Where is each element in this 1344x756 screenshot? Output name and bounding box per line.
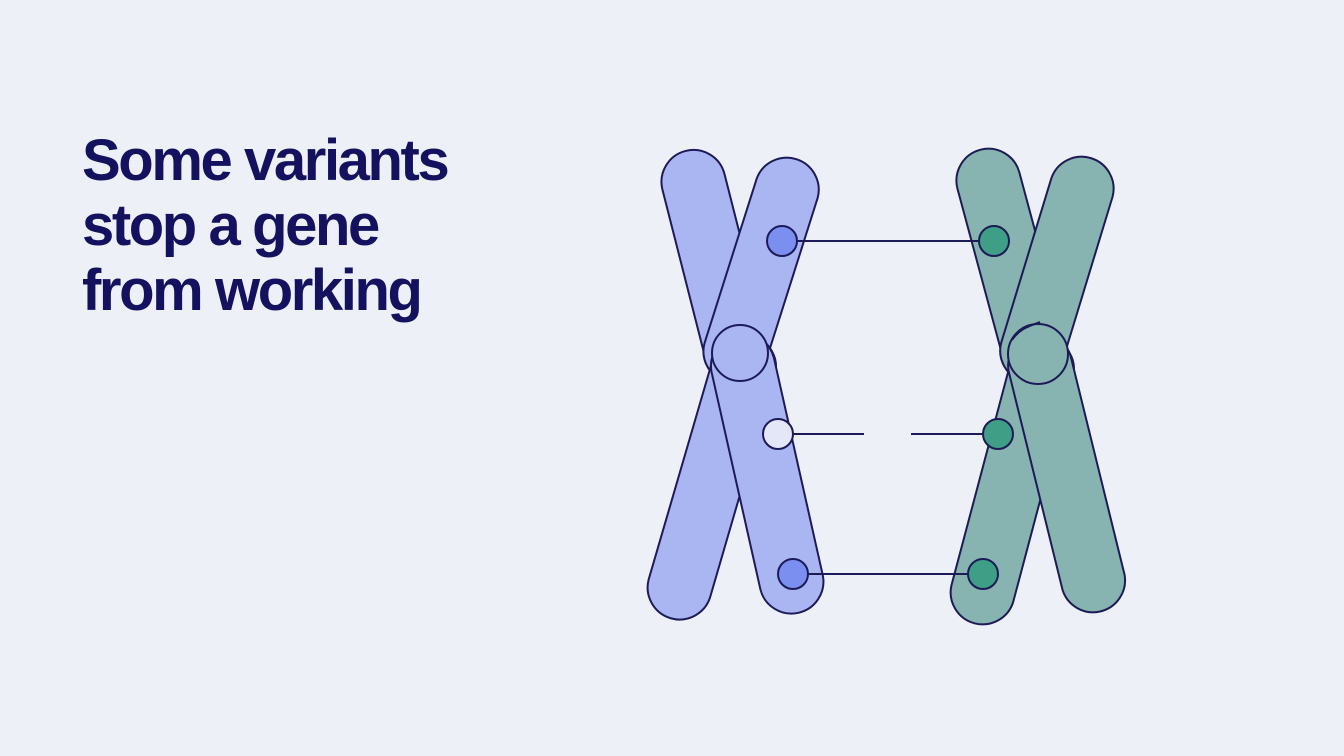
- right-centromere: [1007, 323, 1069, 385]
- gene-links: [793, 240, 983, 575]
- right-gene-top: [978, 225, 1010, 257]
- right-gene-middle: [982, 418, 1014, 450]
- headline: Some variants stop a gene from working: [82, 128, 552, 323]
- left-gene-top: [766, 225, 798, 257]
- headline-line-3: from working: [82, 258, 423, 323]
- left-chromosome: [646, 148, 825, 621]
- headline-line-2: stop a gene: [82, 193, 380, 258]
- right-gene-bottom: [967, 558, 999, 590]
- right-chromosome: [949, 147, 1127, 626]
- left-gene-middle-variant: [762, 418, 794, 450]
- gene-markers: [762, 225, 1014, 590]
- right-centromere-crease: [1011, 321, 1041, 341]
- left-centromere: [711, 324, 769, 382]
- headline-line-1: Some variants: [82, 128, 450, 193]
- left-gene-bottom: [777, 558, 809, 590]
